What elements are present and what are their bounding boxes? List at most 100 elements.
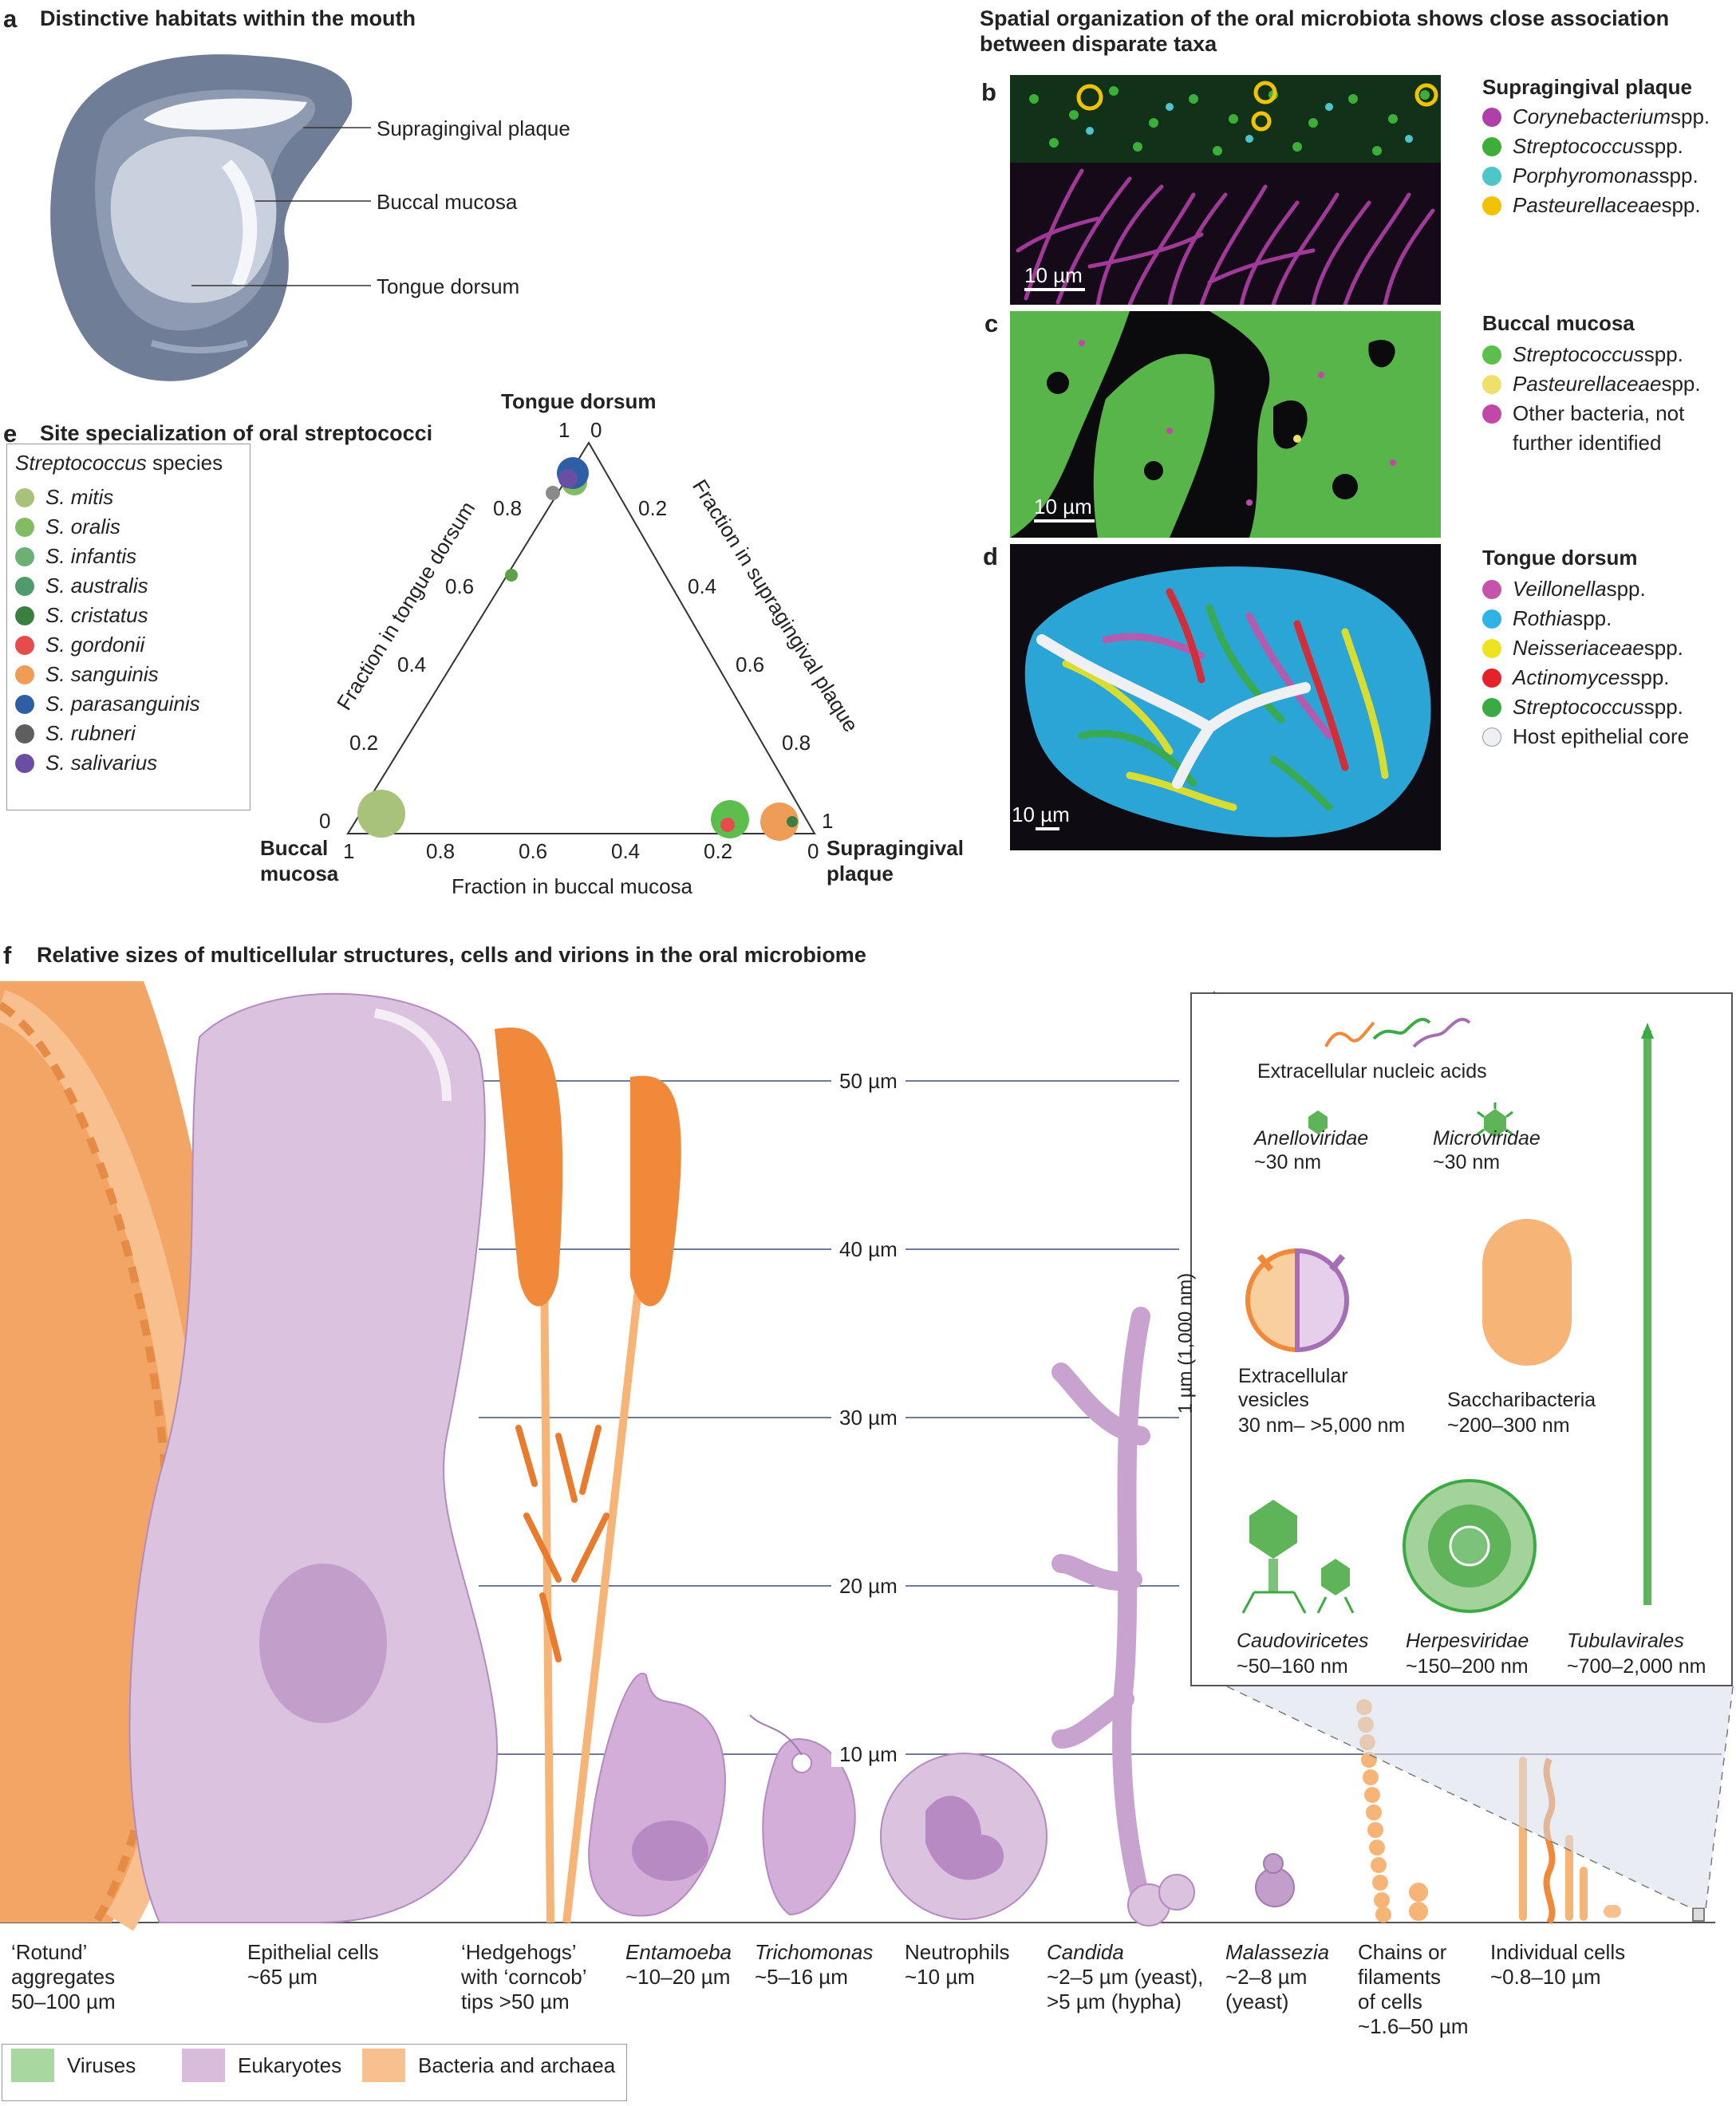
species-label: S. infantis [45,544,137,568]
tick-bottom-0.2: 0.2 [704,839,733,863]
micrograph-buccal-mucosa [1010,311,1441,538]
panel-f-title: Relative sizes of multicellular structur… [37,943,866,967]
legend-d-label: Host epithelial core [1513,724,1690,748]
malassezia [1255,1853,1295,1907]
point-s-sanguinis-plaque [760,803,799,841]
legend-c: Streptococcus spp. Pasteurellaceae spp. … [1482,340,1701,458]
gridline-label-40: 40 µm [831,1237,905,1262]
legend-b-item: Pasteurellaceae spp. [1482,191,1710,220]
point-s-rubneri-tongue [546,486,560,500]
inset-scale-label: 1 µm (1,000 nm) [1174,1272,1197,1414]
legend-d-label: Neisseriaceae [1513,636,1644,660]
caption-individual-cells: Individual cells ~0.8–10 µm [1490,1940,1625,1990]
species-label: S. parasanguinis [45,692,200,716]
caption-line: Candida [1047,1940,1124,1964]
species-swatch [15,753,34,773]
legend-d-swatch [1482,727,1501,747]
callout-supragingival-plaque: Supragingival plaque [377,116,570,140]
caudoviricetes-label: Caudoviricetes [1237,1630,1369,1652]
species-legend-title: Streptococcus species [15,451,250,483]
mouth-illustration [50,54,353,381]
tick-left-1: 1 [558,418,570,442]
species-item: S. australis [15,571,250,601]
caption-line: Trichomonas [755,1940,874,1964]
buccal-image [1010,311,1441,538]
legend-c-suffix: spp. [1643,342,1683,366]
callout-buccal-mucosa: Buccal mucosa [377,190,518,214]
species-item: S. parasanguinis [15,689,250,719]
legend-b: Corynebacterium spp. Streptococcus spp. … [1482,102,1710,220]
legend-b-label: Porphyromonas [1513,164,1659,187]
species-swatch [15,665,34,684]
caption-neutrophils: Neutrophils ~10 µm [905,1940,1010,1990]
host-epithelial-core [1036,634,1311,789]
spatial-title-line2: between disparate taxa [980,32,1217,56]
anelloviridae-size: ~30 nm [1254,1151,1322,1173]
legend-b-swatch [1482,195,1501,215]
species-item: S. sanguinis [15,660,250,689]
key-bacteria-archaea: Bacteria and archaea [362,2049,615,2082]
legend-d-label: Actinomyces [1513,665,1631,689]
caption-line: with ‘corncob’ [461,1965,587,1989]
point-s-salivarius-tongue [558,469,578,488]
caption-line: 50–100 µm [11,1990,116,2013]
legend-d-swatch [1482,638,1501,658]
tubulavirales-icon [1641,1023,1654,1605]
caption-hedgehogs: ‘Hedgehogs’ with ‘corncob’ tips >50 µm [461,1940,587,2014]
legend-d-suffix: spp. [1643,636,1683,660]
panel-c-letter: c [984,310,999,337]
micrograph-supragingival-plaque [1010,75,1441,305]
caption-rotund: ‘Rotund’ aggregates 50–100 µm [11,1940,116,2014]
tick-right-0: 0 [590,418,602,442]
legend-b-label: Streptococcus [1513,134,1644,158]
legend-d-item: Veillonella spp. [1482,574,1689,604]
caption-line: Neutrophils [905,1940,1010,1964]
scale-bar-line-c [1034,519,1095,523]
microviridae-icon [1477,1102,1513,1138]
species-swatch [15,635,34,655]
neutrophil [880,1753,1048,1920]
species-swatch [15,487,34,507]
caption-entamoeba: Entamoeba ~10–20 µm [625,1940,732,1990]
caption-line: tips >50 µm [461,1990,570,2013]
corynebacterium-filaments [1016,168,1435,305]
candida [1051,1307,1150,1908]
tick-right-0.4: 0.4 [688,574,717,598]
legend-d-item: Streptococcus spp. [1482,692,1689,722]
legend-d: Veillonella spp. Rothia spp. Neisseriace… [1482,574,1689,751]
teeth-upper [144,98,307,130]
species-item: S. cristatus [15,601,250,630]
scale-label-b: 10 µm [1024,263,1083,287]
ternary-triangle [346,441,816,834]
caption-line: ~2–5 µm (yeast), [1047,1965,1204,1989]
legend-b-swatch [1482,166,1501,186]
key-viruses-swatch [11,2049,54,2082]
legend-d-item: Neisseriaceae spp. [1482,633,1689,663]
vertex-label-right-2: plaque [827,862,894,885]
legend-c-item: Pasteurellaceae spp. [1482,369,1701,399]
tick-right-0.6: 0.6 [736,653,765,676]
legend-b-label: Pasteurellaceae [1513,193,1662,217]
legend-b-suffix: spp. [1659,164,1699,187]
caption-line: ~2–8 µm [1225,1965,1308,1989]
legend-b-suffix: spp. [1643,134,1683,158]
legend-d-suffix: spp. [1643,695,1683,719]
key-bacteria-label: Bacteria and archaea [418,2053,616,2077]
species-swatch [15,724,34,743]
legend-c-swatch [1482,404,1501,424]
category-key [2,2044,627,2101]
caudoviricetes-icon [1241,1500,1355,1614]
caption-malassezia: Malassezia ~2–8 µm (yeast) [1225,1940,1329,2014]
gridline-label-20: 20 µm [831,1574,905,1599]
legend-c-item-continued: further identified [1482,428,1701,458]
legend-c-label: Pasteurellaceae [1513,372,1662,396]
species-label: S. australis [45,574,148,597]
caption-chains: Chains or filaments of cells ~1.6–50 µm [1358,1940,1469,2039]
tick-right-1: 1 [822,809,834,833]
tick-bottom-0.4: 0.4 [611,839,641,863]
caption-line: >5 µm (hypha) [1047,1990,1182,2013]
tick-left-0.2: 0.2 [349,731,379,755]
legend-d-suffix: spp. [1630,665,1670,689]
point-s-oralis [505,569,518,582]
caption-candida: Candida ~2–5 µm (yeast), >5 µm (hypha) [1047,1940,1203,2014]
